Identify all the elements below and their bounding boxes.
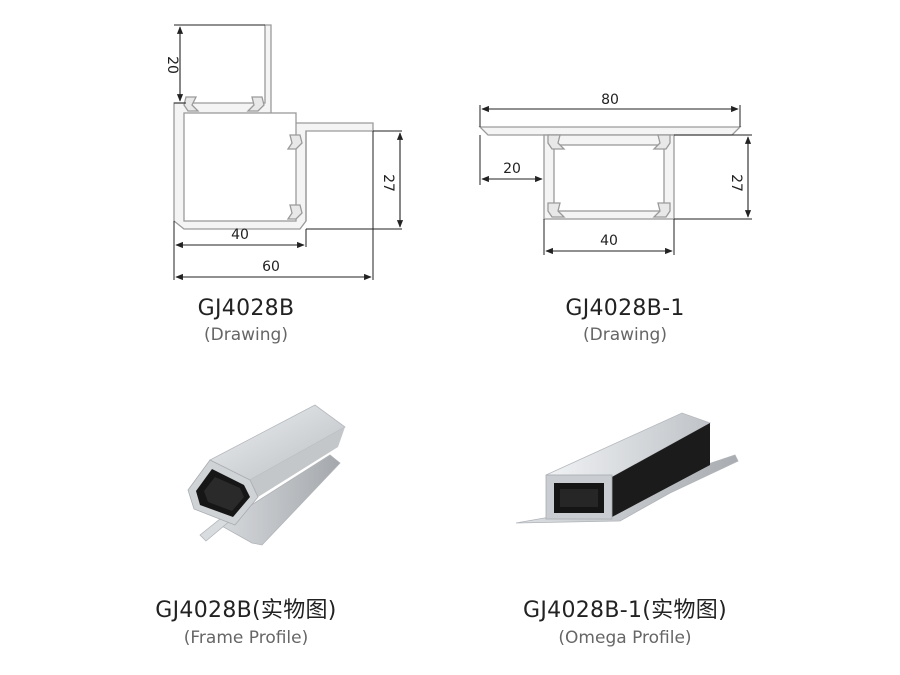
dim-label-top: 20 <box>164 56 180 74</box>
caption-gj4028b-1: GJ4028B-1 (Drawing) <box>445 296 805 345</box>
caption-frame-profile: GJ4028B(实物图) (Frame Profile) <box>66 592 426 648</box>
product-subtitle: (Omega Profile) <box>558 628 692 648</box>
frame-profile-render <box>187 404 346 546</box>
product-code: GJ4028B(实物图) <box>155 598 337 623</box>
dim-label-inner: 40 <box>600 233 618 249</box>
dim-label-left: 20 <box>503 161 521 177</box>
product-code: GJ4028B <box>197 296 295 321</box>
product-subtitle: (Drawing) <box>583 325 667 345</box>
product-code: GJ4028B-1 <box>565 296 685 321</box>
dim-label-inner: 40 <box>231 227 249 243</box>
profile-outline <box>478 126 742 220</box>
drawing-gj4028b: 20 27 40 60 <box>164 24 404 281</box>
drawing-gj4028b-1: 80 20 27 40 <box>478 92 752 255</box>
extension-lines <box>173 24 402 280</box>
caption-gj4028b: GJ4028B (Drawing) <box>66 296 426 345</box>
omega-profile-render <box>515 412 739 524</box>
caption-omega-profile: GJ4028B-1(实物图) (Omega Profile) <box>445 592 805 648</box>
product-subtitle: (Drawing) <box>204 325 288 345</box>
dim-label-overall: 80 <box>601 92 619 108</box>
product-code: GJ4028B-1(实物图) <box>523 598 727 623</box>
profile-outline <box>173 24 374 230</box>
product-subtitle: (Frame Profile) <box>183 628 309 648</box>
dim-label-right: 27 <box>380 174 396 192</box>
dim-label-overall: 60 <box>262 259 280 275</box>
dim-label-right: 27 <box>728 174 744 192</box>
